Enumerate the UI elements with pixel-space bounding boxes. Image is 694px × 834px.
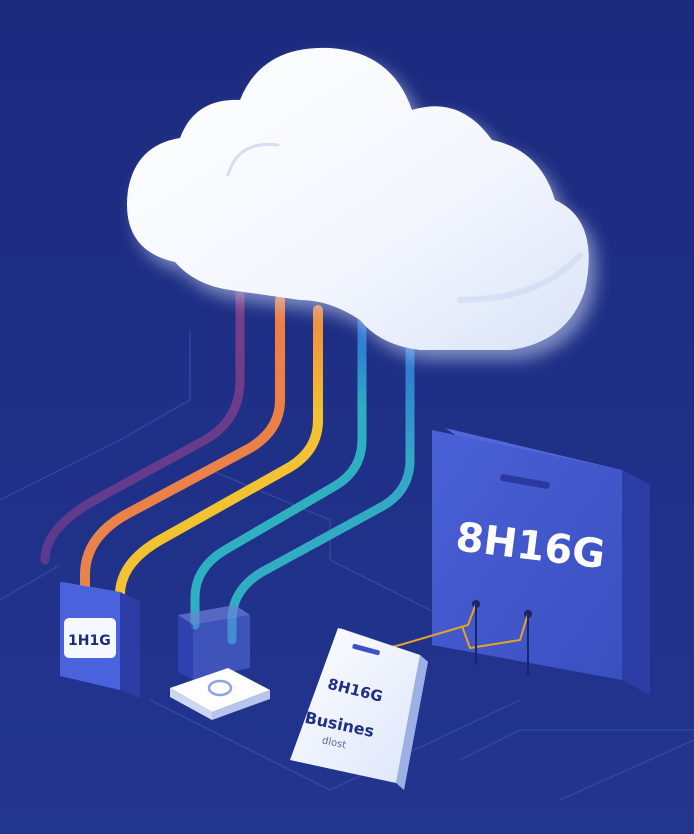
cloud-icon xyxy=(126,47,597,361)
spec-card: 8H16G Busines dlost xyxy=(290,628,428,790)
card-subtitle: dlost xyxy=(321,735,347,751)
small-device: 1H1G xyxy=(60,582,140,698)
router-icon xyxy=(170,605,270,720)
wire-drops xyxy=(475,604,529,675)
small-device-label: 1H1G xyxy=(68,633,111,649)
server-panel: 8H16G xyxy=(432,428,650,695)
cables-left xyxy=(40,285,323,610)
